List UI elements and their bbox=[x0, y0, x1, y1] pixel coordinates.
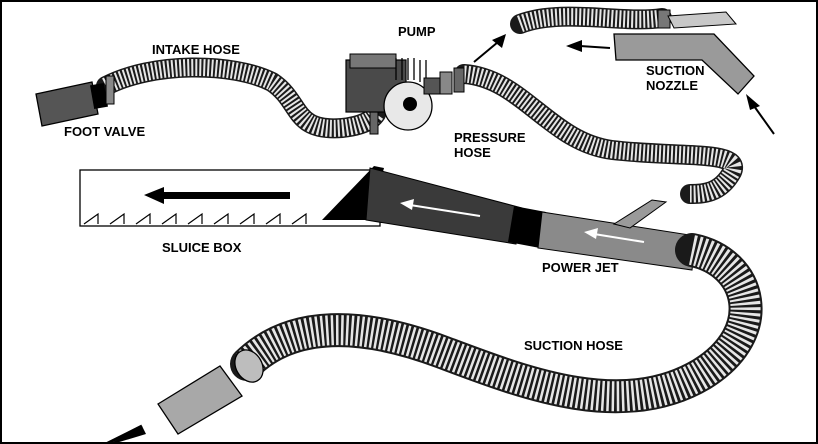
label-pump: PUMP bbox=[398, 24, 436, 39]
label-suction-hose: SUCTION HOSE bbox=[524, 338, 623, 353]
label-power-jet: POWER JET bbox=[542, 260, 619, 275]
suction-intake-end bbox=[106, 365, 243, 442]
power-jet-flow-arrow-2 bbox=[584, 228, 645, 243]
upper-hose bbox=[510, 6, 738, 34]
suction-nozzle bbox=[473, 33, 775, 135]
sluice-box bbox=[79, 169, 381, 227]
upper-hose-arrow bbox=[473, 34, 506, 63]
pressure-hose bbox=[454, 64, 743, 204]
label-pressure-hose: PRESSURE HOSE bbox=[454, 130, 526, 160]
power-jet-flow-arrow-1 bbox=[400, 199, 481, 217]
intake-hose bbox=[96, 57, 386, 139]
nozzle-arrow-left bbox=[566, 40, 611, 52]
label-intake-hose: INTAKE HOSE bbox=[152, 42, 240, 57]
label-foot-valve: FOOT VALVE bbox=[64, 124, 146, 139]
sluice-riffles bbox=[83, 212, 307, 225]
label-sluice-box: SLUICE BOX bbox=[162, 240, 242, 255]
pump bbox=[345, 53, 465, 131]
nozzle-arrow-up bbox=[746, 94, 775, 135]
sluice-flow-arrow bbox=[144, 187, 290, 204]
label-suction-nozzle: SUCTION NOZZLE bbox=[646, 63, 705, 93]
foot-valve bbox=[35, 75, 115, 127]
suction-hose bbox=[230, 233, 763, 414]
power-jet bbox=[322, 166, 697, 271]
